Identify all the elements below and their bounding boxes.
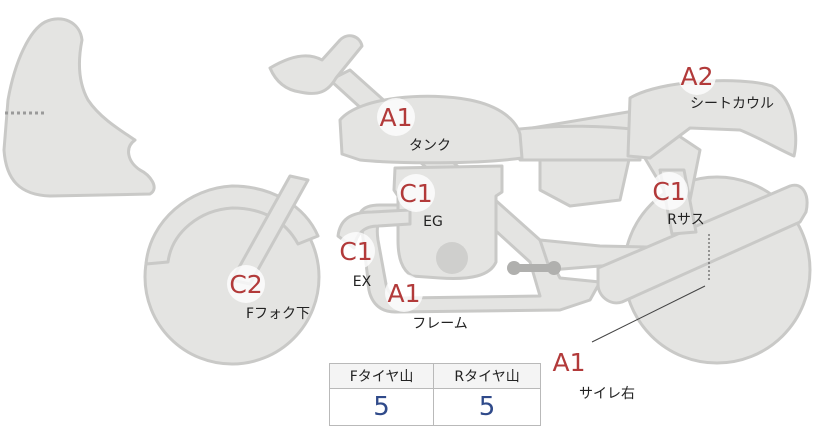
code-badge: A1 xyxy=(379,103,412,132)
side-cover xyxy=(538,153,632,208)
code-badge-bg xyxy=(678,57,716,95)
rear-tread-header: Rタイヤ山 xyxy=(433,363,541,389)
engine-cover xyxy=(436,242,468,274)
handlebar xyxy=(268,34,364,95)
leader-muffler xyxy=(591,285,706,343)
code-badge-bg xyxy=(550,343,588,381)
part-name: EX xyxy=(353,274,372,290)
rear-tread-value: 5 xyxy=(433,388,541,426)
code-badge: A1 xyxy=(387,279,420,308)
code-badge: C1 xyxy=(652,177,685,206)
code-badge: C1 xyxy=(339,237,372,266)
front-tread-header: Fタイヤ山 xyxy=(328,363,435,389)
code-badge-bg xyxy=(227,265,265,303)
part-name: EG xyxy=(423,214,443,230)
part-name: サイレ右 xyxy=(579,386,635,402)
part-label-tank: A1 タンク xyxy=(377,98,451,154)
seat xyxy=(508,124,642,162)
part-name: フレーム xyxy=(412,316,468,332)
muffler-shape xyxy=(596,183,809,305)
code-badge: C1 xyxy=(399,179,432,208)
code-badge: A1 xyxy=(552,348,585,377)
code-badge: A2 xyxy=(680,62,713,91)
seat-cowl-shape xyxy=(626,79,798,160)
front-cowl xyxy=(2,17,156,198)
part-name: Rサス xyxy=(667,212,704,228)
code-badge-bg xyxy=(377,98,415,136)
front-tread-value: 5 xyxy=(328,388,435,426)
part-name: Fフォク下 xyxy=(246,306,310,322)
part-label-muffler-r: A1 サイレ右 xyxy=(550,343,635,402)
code-badge-bg xyxy=(385,274,423,312)
code-badge-bg xyxy=(650,172,688,210)
part-label-seat-cowl: A2 シートカウル xyxy=(678,57,774,112)
tread-depth-table: Fタイヤ山 Rタイヤ山 5 5 xyxy=(328,363,541,426)
part-name: タンク xyxy=(409,138,451,154)
code-badge-bg xyxy=(397,174,435,212)
code-badge-bg xyxy=(337,232,375,270)
code-badge: C2 xyxy=(229,270,262,299)
part-label-frame: A1 フレーム xyxy=(385,274,468,332)
part-name: シートカウル xyxy=(690,96,774,112)
